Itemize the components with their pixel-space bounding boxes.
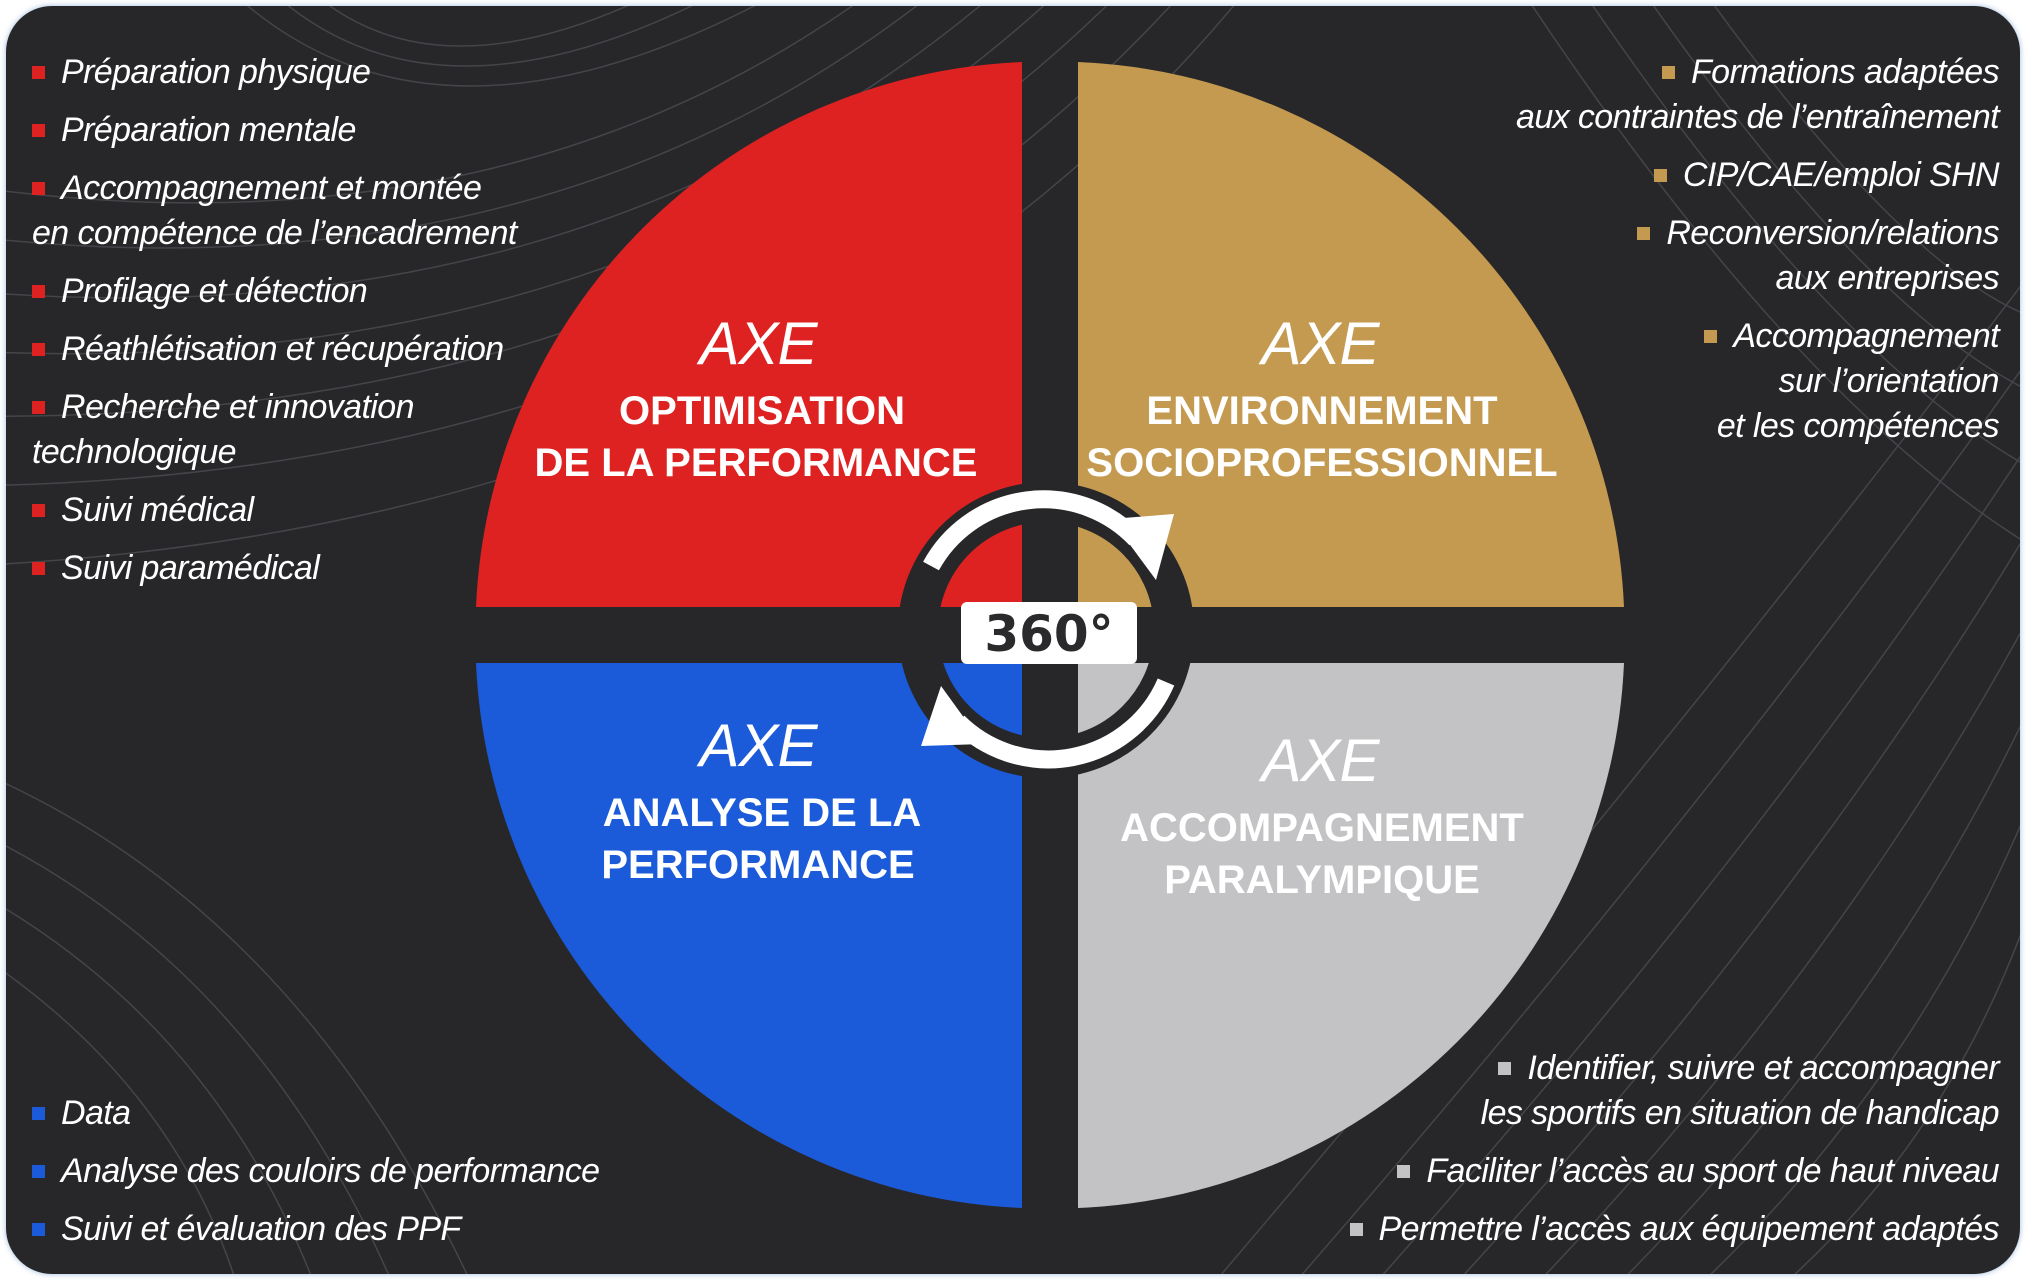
bullet-square-icon xyxy=(1653,168,1667,182)
list-item-line: Identifier, suivre et accompagner xyxy=(1350,1046,2000,1091)
quadrant-environnement xyxy=(1078,62,1624,607)
list-item-line: Recherche et innovation xyxy=(32,385,517,430)
list-item-line: Réathlétisation et récupération xyxy=(32,327,517,372)
list-item: Préparation mentale xyxy=(32,108,517,153)
list-item-line: Préparation physique xyxy=(32,50,517,95)
list-item: Réathlétisation et récupération xyxy=(32,327,517,372)
diagram-panel: AXE OPTIMISATION DE LA PERFORMANCE AXE E… xyxy=(6,6,2020,1274)
axe-label-analyse: AXE xyxy=(696,712,818,779)
list-item-line: et les compétences xyxy=(1716,407,2000,445)
bullet-square-icon xyxy=(32,342,45,356)
list-item-line: aux contraintes de l’entraînement xyxy=(1516,98,2000,136)
list-item-line: Reconversion/relations xyxy=(1516,211,2000,256)
bullet-square-icon xyxy=(32,503,45,517)
list-item-line: Suivi paramédical xyxy=(32,546,517,591)
background-lines xyxy=(6,6,2020,1274)
list-item-line: Suivi et évaluation des PPF xyxy=(32,1207,599,1252)
badge-360-label: 360° xyxy=(984,605,1113,663)
bullet-square-icon xyxy=(1637,226,1651,240)
list-item-line: en compétence de l’encadrement xyxy=(32,214,517,252)
bullet-square-icon xyxy=(1704,329,1718,343)
list-item-line: Permettre l’accès aux équipement adaptés xyxy=(1349,1207,2000,1252)
bullet-square-icon xyxy=(1397,1164,1411,1178)
bullet-square-icon xyxy=(1349,1222,1363,1236)
list-item: Suivi médical xyxy=(32,488,517,533)
title-analyse-line2: PERFORMANCE xyxy=(601,843,914,887)
badge-360 xyxy=(961,602,1137,664)
bullet-square-icon xyxy=(32,65,45,79)
title-optimisation-line1: OPTIMISATION xyxy=(619,389,905,433)
title-environnement-line1: ENVIRONNEMENT xyxy=(1146,389,1497,433)
quadrant-accompagnement xyxy=(1078,663,1624,1208)
list-item-line: Analyse des couloirs de performance xyxy=(32,1149,600,1194)
list-item: Préparation physique xyxy=(32,50,517,95)
list-item: Permettre l’accès aux équipement adaptés xyxy=(1349,1207,2000,1252)
list-item-line: technologique xyxy=(32,433,237,471)
axe-label-optimisation: AXE xyxy=(696,310,818,377)
list-item-line: Formations adaptées xyxy=(1516,50,2000,95)
bullet-square-icon xyxy=(32,123,45,137)
title-environnement-line2: SOCIOPROFESSIONNEL xyxy=(1086,441,1557,485)
title-accompagnement-line1: ACCOMPAGNEMENT xyxy=(1120,806,1524,850)
list-item: CIP/CAE/emploi SHN xyxy=(1516,153,2000,198)
axes-diagram: AXE OPTIMISATION DE LA PERFORMANCE AXE E… xyxy=(476,62,1624,1208)
list-item-line: Profilage et détection xyxy=(32,269,517,314)
title-optimisation-line2: DE LA PERFORMANCE xyxy=(535,441,978,485)
quadrant-optimisation xyxy=(476,62,1022,607)
list-item-line: CIP/CAE/emploi SHN xyxy=(1516,153,2000,198)
list-item-line: sur l’orientation xyxy=(1778,362,2000,400)
list-item: Suivi paramédical xyxy=(32,546,517,591)
bullet-square-icon xyxy=(32,1164,45,1178)
list-item-line: les sportifs en situation de handicap xyxy=(1480,1094,2000,1132)
list-item-line: Accompagnement et montée xyxy=(32,166,517,211)
list-item: Data xyxy=(32,1091,599,1136)
title-analyse-line1: ANALYSE DE LA xyxy=(603,791,922,835)
list-item-line: Faciliter l’accès au sport de haut nivea… xyxy=(1350,1149,2000,1194)
list-item-line: Data xyxy=(32,1091,599,1136)
list-item: Faciliter l’accès au sport de haut nivea… xyxy=(1350,1149,2000,1194)
bullet-square-icon xyxy=(1498,1061,1512,1075)
axe-label-environnement: AXE xyxy=(1258,310,1380,377)
bullet-square-icon xyxy=(1662,65,1675,79)
list-item-line: aux entreprises xyxy=(1775,259,2000,297)
list-item: Analyse des couloirs de performance xyxy=(32,1149,600,1194)
list-item: Profilage et détection xyxy=(32,269,517,314)
bullet-square-icon xyxy=(32,561,45,575)
title-accompagnement-line2: PARALYMPIQUE xyxy=(1164,858,1480,902)
quadrant-analyse xyxy=(476,663,1022,1208)
cycle-arrows-icon xyxy=(898,482,1194,778)
list-item-line: Préparation mentale xyxy=(32,108,517,153)
list-item-line: Suivi médical xyxy=(32,488,517,533)
list-item: Suivi et évaluation des PPF xyxy=(32,1207,599,1252)
bullet-square-icon xyxy=(32,181,45,195)
bullet-square-icon xyxy=(32,284,45,298)
list-item-line: Accompagnement xyxy=(1516,314,2000,359)
bullet-square-icon xyxy=(32,1222,45,1236)
axe-label-accompagnement: AXE xyxy=(1258,727,1380,794)
bullet-square-icon xyxy=(32,1106,45,1120)
bullet-square-icon xyxy=(32,400,45,414)
